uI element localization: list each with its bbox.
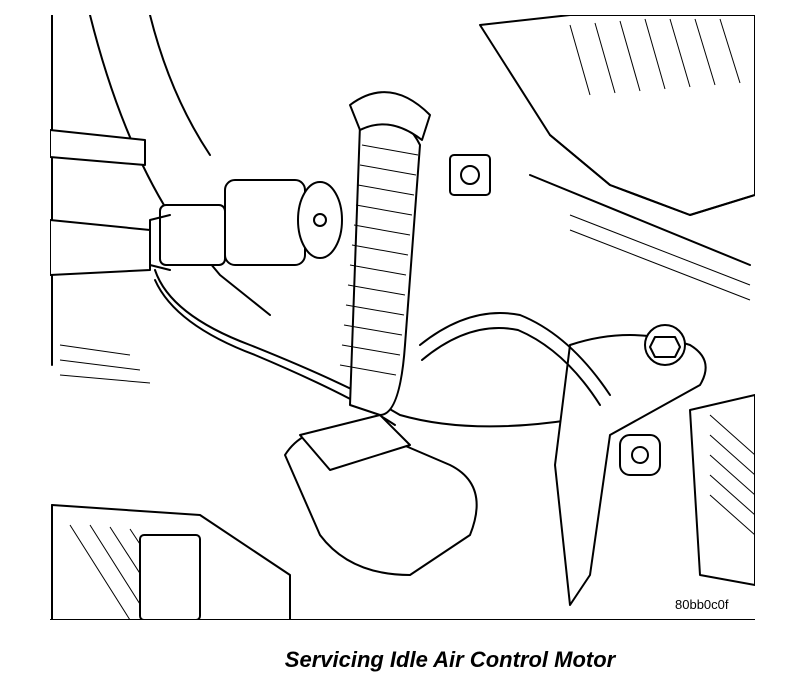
lower-elbow-hose bbox=[284, 414, 478, 576]
engine-bay-illustration bbox=[50, 15, 755, 620]
figure-id-label: 80bb0c0f bbox=[673, 597, 731, 612]
lower-right-housing bbox=[689, 394, 755, 586]
intake-manifold bbox=[479, 15, 755, 301]
vacuum-tube bbox=[419, 312, 611, 406]
air-duct bbox=[51, 504, 291, 620]
corrugated-hose bbox=[339, 91, 431, 416]
iac-motor bbox=[149, 179, 343, 271]
left-hose bbox=[50, 129, 151, 276]
mounting-bracket bbox=[449, 154, 707, 606]
figure-caption: Servicing Idle Air Control Motor bbox=[284, 647, 616, 672]
